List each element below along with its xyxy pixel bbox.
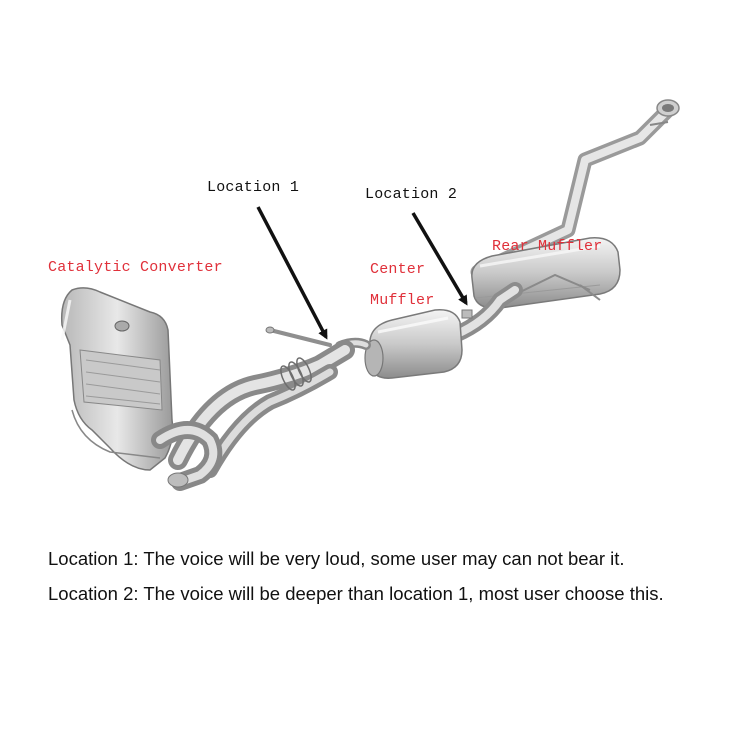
location2-arrow xyxy=(411,212,468,306)
front-pipe xyxy=(168,326,355,478)
center-muffler-label-line2: Muffler xyxy=(370,292,435,309)
tail-pipe xyxy=(470,99,680,280)
location1-label: Location 1 xyxy=(207,179,300,196)
location2-note: Location 2: The voice will be deeper tha… xyxy=(48,583,664,604)
catalytic-converter-label: Catalytic Converter xyxy=(48,259,223,276)
location1-note: Location 1: The voice will be very loud,… xyxy=(48,548,625,569)
center-muffler xyxy=(335,309,463,379)
rear-muffler-label: Rear Muffler xyxy=(492,238,603,255)
location1-arrow xyxy=(256,206,328,340)
catalytic-converter xyxy=(60,287,223,491)
center-muffler-label-line1: Center xyxy=(370,261,426,278)
location2-label: Location 2 xyxy=(365,186,458,203)
